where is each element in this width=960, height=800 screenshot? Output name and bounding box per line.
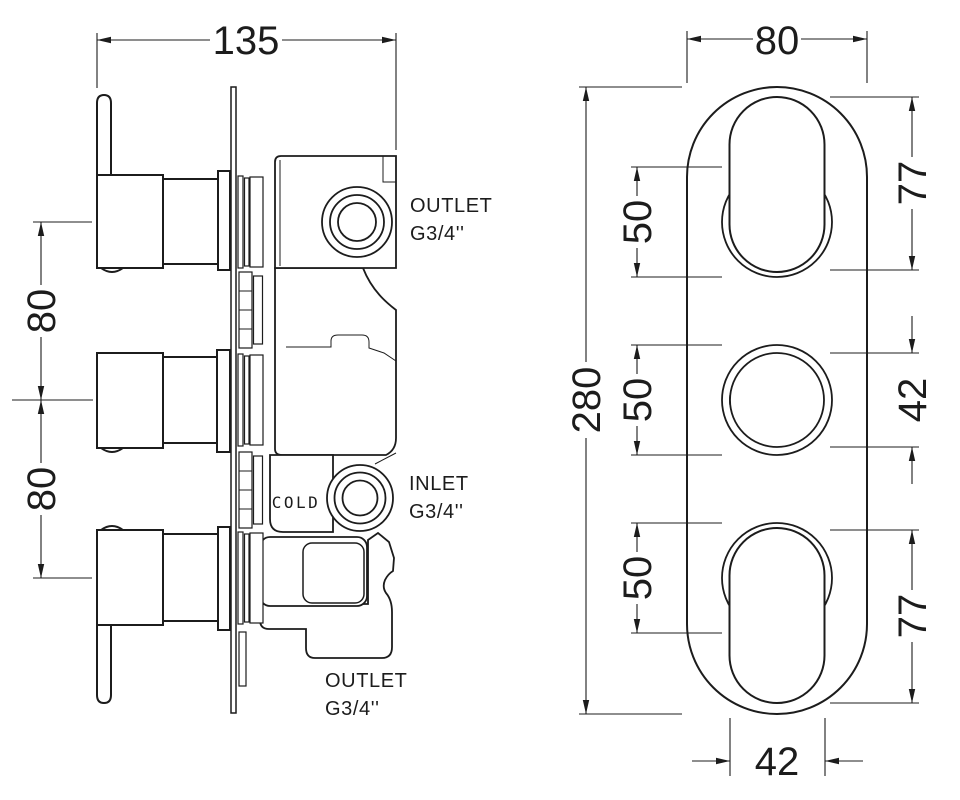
handle-middle — [96, 349, 231, 453]
dimension-knob-42: 42 — [830, 316, 935, 484]
dimension-rosette-middle-50: 50 — [616, 344, 722, 456]
handle-top — [96, 93, 231, 273]
handle-bottom-front — [728, 527, 826, 704]
dimension-plate-height-280: 280 — [565, 86, 682, 715]
handle-top-cylinder — [162, 178, 219, 265]
handle-middle-flange — [216, 349, 231, 453]
outlet-bottom-line2: G3/4'' — [325, 698, 380, 720]
dim-42-width-label: 42 — [755, 740, 800, 784]
handle-middle-cylinder — [162, 356, 218, 444]
handle-top-cap — [97, 267, 127, 273]
dimension-handle-bottom-77: 77 — [830, 529, 935, 704]
handle-middle-body — [96, 352, 164, 449]
handle-top-body — [96, 174, 164, 269]
dim-50-bottom-label: 50 — [616, 556, 660, 601]
valve-body: COLD — [259, 155, 397, 659]
dim-77-top-label: 77 — [891, 161, 935, 206]
handle-top-front — [728, 96, 826, 273]
cold-marking: COLD — [272, 493, 321, 512]
body-mid-section — [274, 267, 397, 456]
dim-80-top-label: 80 — [20, 289, 64, 334]
dimension-rosette-bottom-50: 50 — [616, 522, 722, 634]
thermostat-boss-edge — [286, 334, 397, 362]
dimension-depth-135: 135 — [96, 19, 397, 150]
dim-50-top-label: 50 — [616, 200, 660, 245]
handle-bottom-body — [96, 529, 164, 626]
control-middle — [721, 344, 833, 456]
handle-bottom — [96, 525, 231, 705]
inlet-line1: INLET — [409, 473, 469, 495]
dimension-handle-width-42: 42 — [692, 718, 863, 784]
handle-bottom-flange — [217, 526, 231, 631]
knob-middle — [729, 352, 825, 448]
inlet-line2: G3/4'' — [409, 501, 464, 523]
body-cold-section — [269, 454, 334, 533]
handle-top-flange — [217, 170, 231, 271]
dim-42-knob-label: 42 — [891, 378, 935, 423]
label-outlet-top: OUTLET G3/4'' — [410, 195, 493, 245]
outlet-port-top — [321, 186, 393, 258]
dimension-plate-width-80: 80 — [686, 19, 868, 83]
control-bottom — [721, 522, 833, 704]
dimension-handle-top-77: 77 — [830, 96, 935, 271]
outlet-top-line2: G3/4'' — [410, 223, 465, 245]
handle-bottom-lever — [96, 624, 112, 705]
body-bottom-block-inner — [302, 542, 365, 604]
handle-top-lever — [96, 93, 112, 177]
dim-280-label: 280 — [565, 367, 609, 434]
cartridge-details — [237, 175, 264, 687]
front-view: 80 280 50 — [565, 19, 935, 784]
dim-80-plate-label: 80 — [755, 19, 800, 63]
dimension-spacing-80: 80 80 — [12, 221, 93, 579]
fixing-column-lower — [238, 451, 264, 529]
handle-bottom-cylinder — [162, 533, 219, 622]
inlet-port — [326, 452, 397, 532]
dim-135-label: 135 — [213, 19, 280, 63]
body-foot — [259, 531, 395, 659]
dim-80-bottom-label: 80 — [20, 467, 64, 512]
outlet-bottom-line1: OUTLET — [325, 670, 408, 692]
dim-77-bottom-label: 77 — [891, 594, 935, 639]
label-outlet-bottom: OUTLET G3/4'' — [325, 670, 408, 720]
wall-plate-edge — [230, 86, 237, 714]
dimension-rosette-top-50: 50 — [616, 166, 722, 278]
handle-middle-cap — [97, 447, 127, 453]
knob-indicator — [729, 388, 732, 412]
control-top — [721, 96, 833, 278]
side-view: COLD — [12, 19, 493, 720]
handle-bottom-cap — [97, 525, 127, 531]
top-block-notch — [382, 156, 396, 183]
label-inlet: INLET G3/4'' — [409, 473, 469, 523]
dim-50-middle-label: 50 — [616, 378, 660, 423]
outlet-top-line1: OUTLET — [410, 195, 493, 217]
fixing-column-upper — [238, 271, 264, 349]
